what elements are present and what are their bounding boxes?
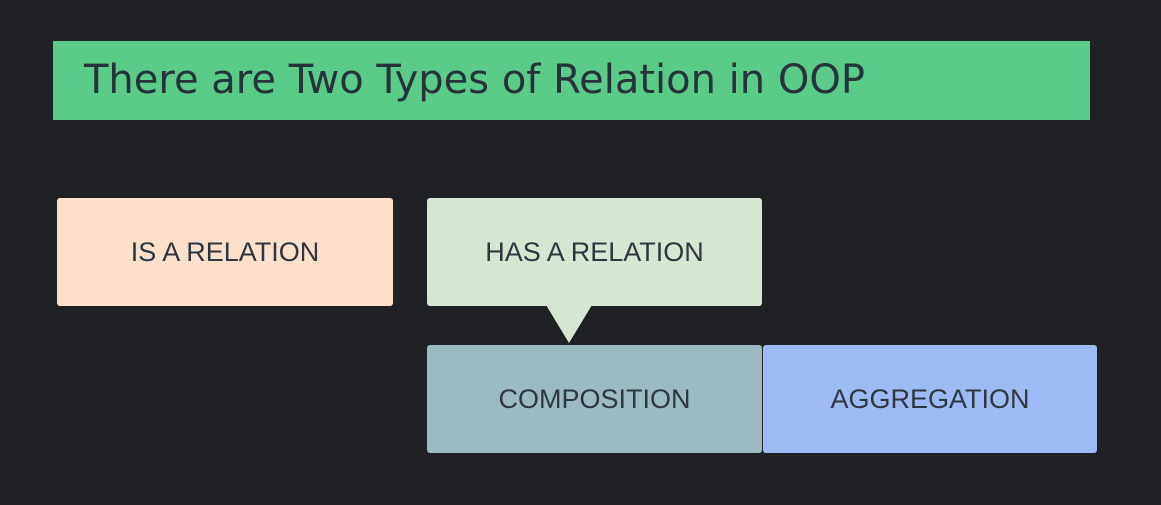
composition-label: COMPOSITION [498, 383, 691, 414]
is-a-relation-box: IS A RELATION [57, 198, 393, 306]
aggregation-label: AGGREGATION [830, 383, 1030, 414]
is-a-relation-label: IS A RELATION [130, 236, 320, 267]
aggregation-box: AGGREGATION [763, 345, 1097, 453]
has-a-callout-pointer [546, 305, 592, 343]
slide-title: There are Two Types of Relation in OOP [84, 57, 865, 103]
title-banner: There are Two Types of Relation in OOP [53, 41, 1090, 120]
has-a-relation-box: HAS A RELATION [427, 198, 762, 306]
has-a-relation-label: HAS A RELATION [485, 236, 704, 267]
composition-box: COMPOSITION [427, 345, 762, 453]
